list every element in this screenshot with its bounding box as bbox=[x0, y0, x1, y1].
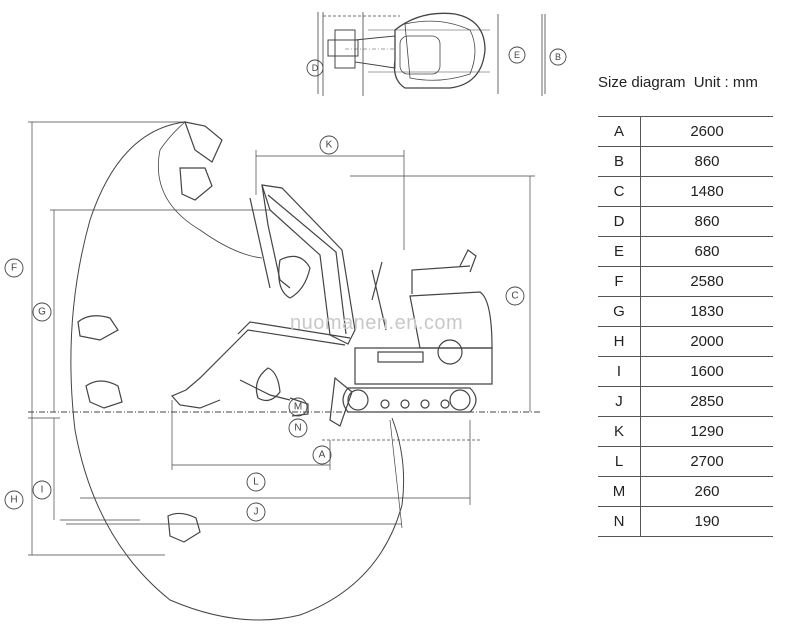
dim-key: H bbox=[598, 326, 641, 357]
dim-key: F bbox=[598, 266, 641, 297]
dim-key: E bbox=[598, 236, 641, 267]
dim-key: A bbox=[598, 116, 641, 147]
dim-value: 1600 bbox=[640, 356, 773, 387]
dim-value: 860 bbox=[640, 206, 773, 237]
dimension-labels bbox=[4, 46, 567, 522]
bucket-positions bbox=[77, 121, 223, 543]
label-K: K bbox=[326, 140, 333, 151]
label-N: N bbox=[294, 423, 301, 434]
dim-value: 2000 bbox=[640, 326, 773, 357]
dim-key: J bbox=[598, 386, 641, 417]
label-J: J bbox=[254, 507, 259, 518]
label-D: D bbox=[312, 63, 319, 73]
dim-key: C bbox=[598, 176, 641, 207]
dim-value: 1480 bbox=[640, 176, 773, 207]
dim-value: 2850 bbox=[640, 386, 773, 417]
dim-value: 2580 bbox=[640, 266, 773, 297]
dim-value: 680 bbox=[640, 236, 773, 267]
label-C: C bbox=[511, 291, 518, 302]
swing-envelope bbox=[70, 121, 405, 621]
dim-key: G bbox=[598, 296, 641, 327]
dim-key: I bbox=[598, 356, 641, 387]
watermark-text: nuomanen.en.com bbox=[290, 312, 464, 334]
dim-key: D bbox=[598, 206, 641, 237]
top-view bbox=[317, 12, 546, 96]
dim-value: 260 bbox=[640, 476, 773, 507]
dim-value: 190 bbox=[640, 506, 773, 537]
label-B: B bbox=[555, 52, 561, 62]
dim-key: K bbox=[598, 416, 641, 447]
label-L: L bbox=[253, 477, 259, 488]
dim-value: 2700 bbox=[640, 446, 773, 477]
dim-value: 860 bbox=[640, 146, 773, 177]
table-title: Size diagram Unit : mm bbox=[598, 74, 762, 91]
dim-value: 1830 bbox=[640, 296, 773, 327]
dim-value: 2600 bbox=[640, 116, 773, 147]
label-H: H bbox=[10, 495, 17, 506]
title-text: Size diagram bbox=[598, 74, 686, 91]
dim-key: L bbox=[598, 446, 641, 477]
dim-key: M bbox=[598, 476, 641, 507]
dim-key: N bbox=[598, 506, 641, 537]
label-M: M bbox=[294, 402, 302, 413]
unit-text: Unit : mm bbox=[693, 74, 758, 91]
excavator-side-view bbox=[170, 184, 493, 427]
label-F: F bbox=[11, 263, 17, 274]
label-A: A bbox=[319, 450, 326, 461]
label-I: I bbox=[41, 485, 44, 496]
dim-key: B bbox=[598, 146, 641, 177]
label-G: G bbox=[38, 307, 46, 318]
label-E: E bbox=[514, 50, 520, 60]
dim-value: 1290 bbox=[640, 416, 773, 447]
